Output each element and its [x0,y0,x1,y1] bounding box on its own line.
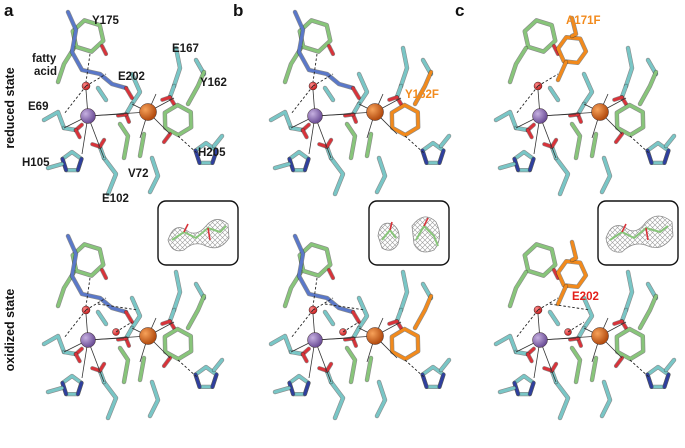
label-fatty: fatty [32,53,57,65]
label-y162: Y162 [200,77,227,89]
label-y162f: Y162F [405,89,439,101]
density-inset-c [597,200,679,266]
row-label-oxidized: oxidized state [3,289,17,372]
structure-b-reduced [268,9,452,197]
panel-letter-c: c [455,1,464,20]
row-label-reduced: reduced state [3,67,17,148]
panel-letter-a: a [4,1,14,20]
structure-c-oxidized [493,239,677,421]
label-e202: E202 [118,71,145,83]
label-y175: Y175 [92,15,119,27]
label-e202-oxidized: E202 [572,291,599,303]
label-v72: V72 [128,168,148,180]
label-h205: H205 [198,147,226,159]
structure-a-oxidized [41,233,225,421]
panel-letter-b: b [233,1,243,20]
label-e167: E167 [172,43,199,55]
structure-b-oxidized [268,233,452,421]
label-acid: acid [34,66,57,78]
density-inset-b [368,200,450,266]
label-h105: H105 [22,157,50,169]
structure-c-reduced [493,15,677,197]
density-inset-a [157,200,239,266]
label-e69: E69 [28,101,48,113]
label-e102: E102 [102,193,129,205]
structure-a-reduced [41,9,225,197]
label-a171f: A171F [566,15,601,27]
